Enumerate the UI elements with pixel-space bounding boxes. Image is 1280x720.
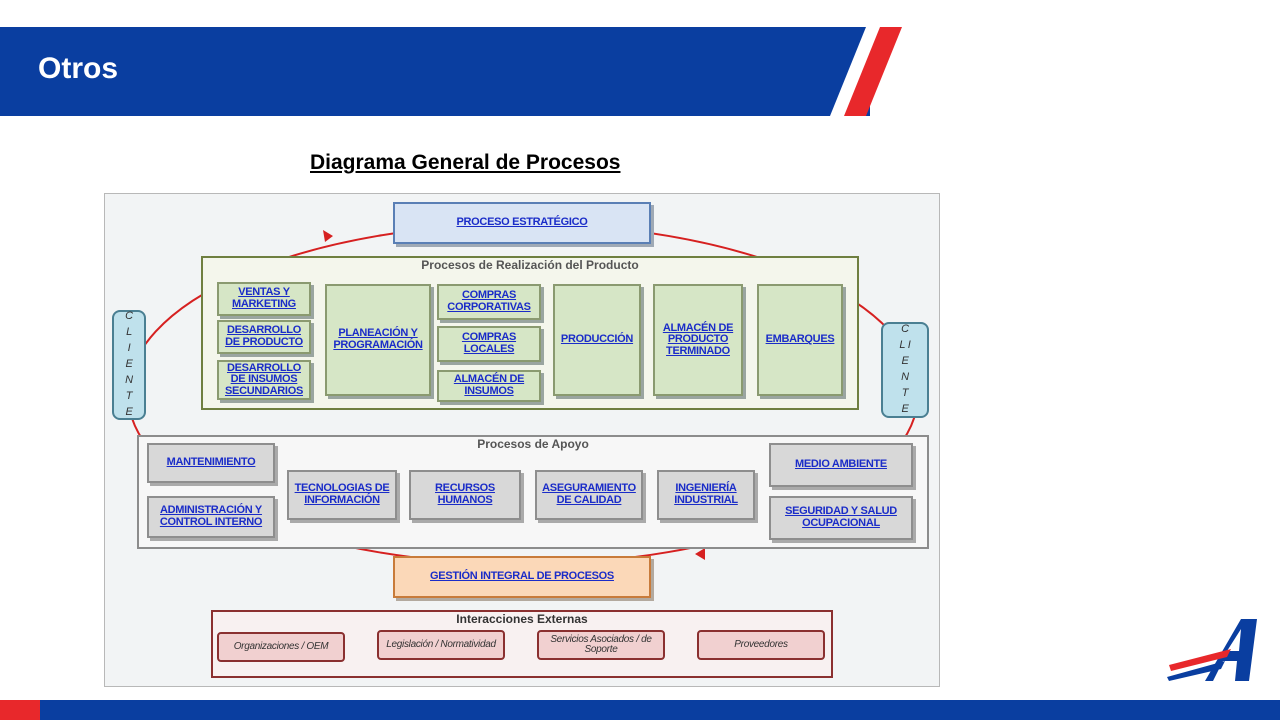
legislacion-box: Legislación / Normatividad [377, 630, 505, 660]
compras-corporativas-box: COMPRAS CORPORATIVAS [437, 284, 541, 320]
page-title: Otros [38, 52, 119, 85]
aseguramiento-box: ASEGURAMIENTO DE CALIDAD [535, 470, 643, 520]
desarrollo-insumos-box: DESARROLLO DE INSUMOS SECUNDARIOS [217, 360, 311, 400]
diagram-title: Diagrama General de Procesos [310, 151, 621, 174]
company-logo-icon [1167, 619, 1257, 681]
cliente-left-box: C L I E N T E [112, 310, 146, 420]
almacen-insumos-box: ALMACÉN DE INSUMOS [437, 370, 541, 402]
footer-blue-bar [40, 700, 1280, 720]
gestion-integral-box: GESTIÓN INTEGRAL DE PROCESOS [393, 556, 651, 598]
ventas-marketing-box: VENTAS Y MARKETING [217, 282, 311, 316]
produccion-box: PRODUCCIÓN [553, 284, 641, 396]
administracion-box: ADMINISTRACIÓN Y CONTROL INTERNO [147, 496, 275, 538]
almacen-terminado-box: ALMACÉN DE PRODUCTO TERMINADO [653, 284, 743, 396]
footer-red-bar [0, 700, 40, 720]
ingenieria-box: INGENIERÍA INDUSTRIAL [657, 470, 755, 520]
cliente-right-box: C L I E N T E [881, 322, 929, 418]
seguridad-box: SEGURIDAD Y SALUD OCUPACIONAL [769, 496, 913, 540]
header-band [0, 27, 870, 116]
support-group-label: Procesos de Apoyo [477, 437, 589, 451]
organizaciones-box: Organizaciones / OEM [217, 632, 345, 662]
planeacion-box: PLANEACIÓN Y PROGRAMACIÓN [325, 284, 431, 396]
recursos-humanos-box: RECURSOS HUMANOS [409, 470, 521, 520]
medio-ambiente-box: MEDIO AMBIENTE [769, 443, 913, 487]
desarrollo-producto-box: DESARROLLO DE PRODUCTO [217, 320, 311, 354]
mantenimiento-box: MANTENIMIENTO [147, 443, 275, 483]
strategic-process-box: PROCESO ESTRATÉGICO [393, 202, 651, 244]
proveedores-box: Proveedores [697, 630, 825, 660]
realization-group-label: Procesos de Realización del Producto [421, 258, 639, 272]
embarques-box: EMBARQUES [757, 284, 843, 396]
external-group-label: Interacciones Externas [456, 612, 588, 626]
process-diagram: PROCESO ESTRATÉGICO Procesos de Realizac… [104, 193, 940, 687]
servicios-box: Servicios Asociados / de Soporte [537, 630, 665, 660]
header-slash-decoration [830, 27, 902, 116]
tecnologias-box: TECNOLOGIAS DE INFORMACIÓN [287, 470, 397, 520]
compras-locales-box: COMPRAS LOCALES [437, 326, 541, 362]
